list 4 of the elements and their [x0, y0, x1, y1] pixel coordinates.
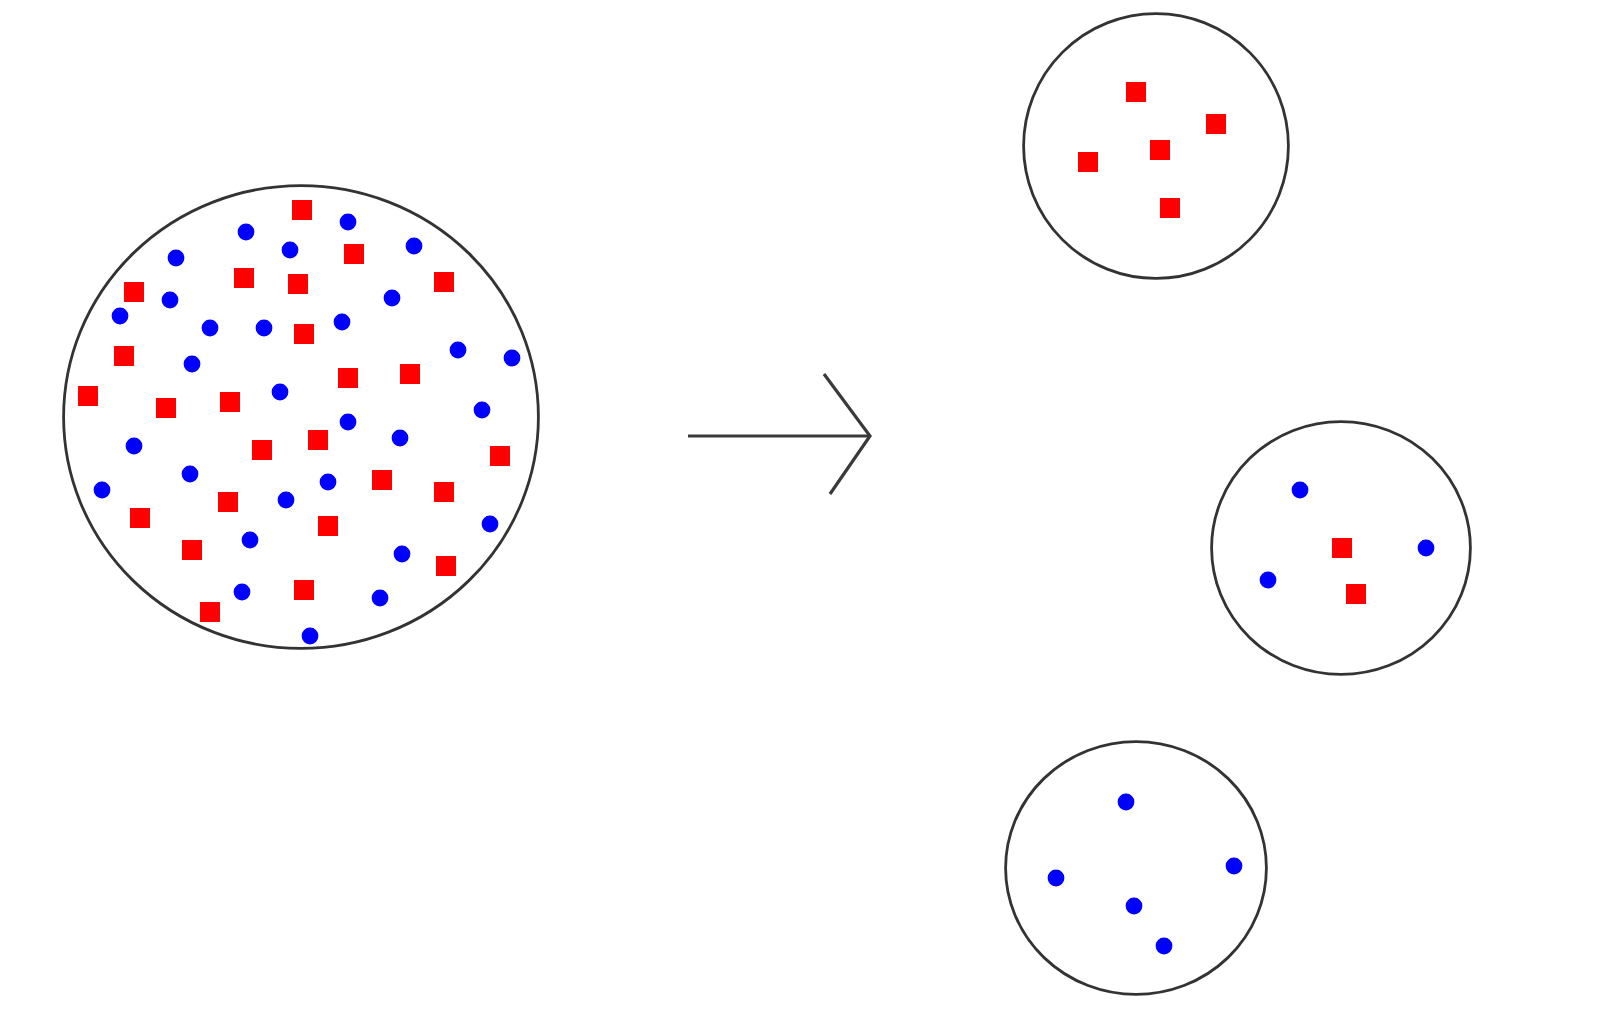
small-circle: [1004, 740, 1268, 996]
small-circle: [1022, 12, 1290, 280]
small-circle: [1210, 420, 1472, 676]
large-circle: [62, 184, 540, 650]
